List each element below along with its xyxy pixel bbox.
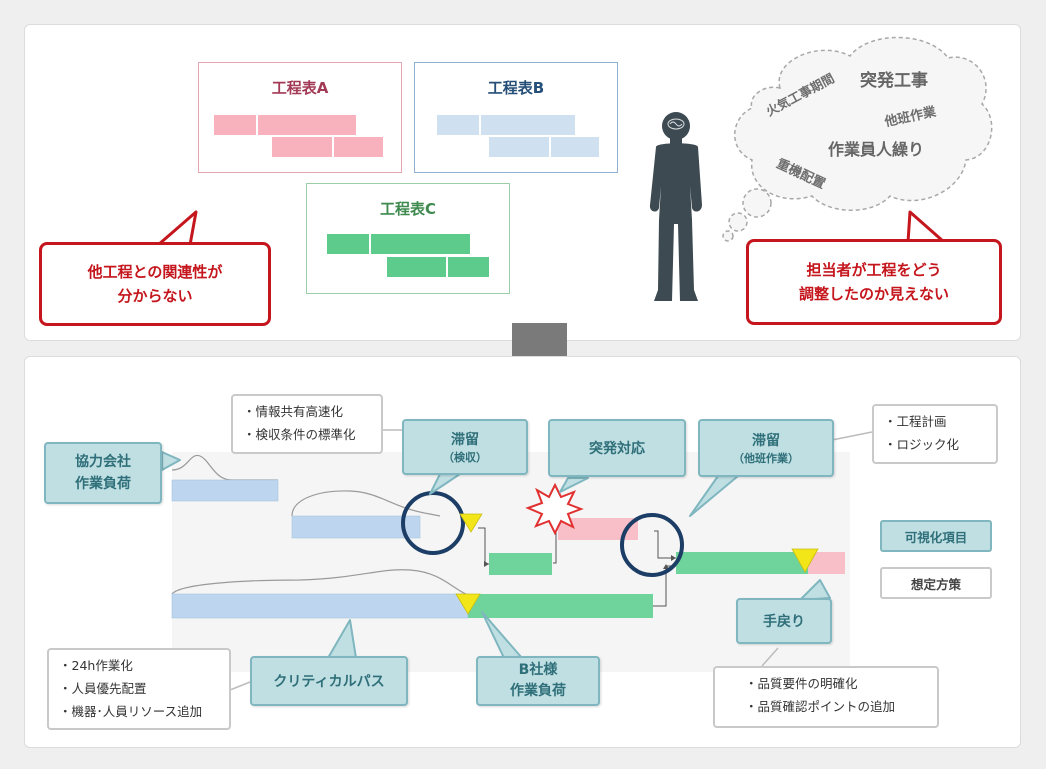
connector xyxy=(654,530,676,559)
info-measure-box: ・情報共有高速化 ・検収条件の標準化 xyxy=(231,394,383,454)
left-callout-line1: 他工程との関連性が xyxy=(87,263,223,281)
gantt-bar-green xyxy=(489,553,552,575)
pointer-bsha xyxy=(481,611,523,659)
schedule-c-bar xyxy=(448,257,489,277)
quality-measure-line2: ・品質確認ポイントの追加 xyxy=(745,699,896,714)
gantt-bar-pink xyxy=(558,518,638,540)
teitai-tahan-sub: （他班作業） xyxy=(733,452,799,465)
schedule-b-title: 工程表B xyxy=(487,79,545,97)
thought-cloud xyxy=(722,36,993,242)
schedule-a-bar xyxy=(258,115,356,135)
kyoryoku-line2: 作業負荷 xyxy=(75,476,131,492)
milestone-triangle xyxy=(459,513,483,533)
milestone-triangle xyxy=(455,593,481,615)
schedule-b-bar xyxy=(489,137,549,157)
info-measure-line2: ・検収条件の標準化 xyxy=(243,427,356,442)
load-curve xyxy=(171,454,278,481)
gantt-bar-green xyxy=(676,552,808,574)
plan-measure-line1: ・工程計画 xyxy=(884,414,947,429)
info-measure-line1: ・情報共有高速化 xyxy=(243,404,344,419)
load-curve xyxy=(291,490,441,517)
quality-measure-line1: ・品質要件の明確化 xyxy=(745,676,858,691)
gantt-bar-pink xyxy=(808,552,845,574)
bottleneck-circle xyxy=(620,513,684,577)
brain-icon xyxy=(667,118,685,130)
schedule-b-bar xyxy=(437,115,479,135)
bsha-line1: B社様 xyxy=(518,662,558,678)
teitai-kenshu-label: 滞留 （検収） xyxy=(402,419,528,475)
left-callout: 他工程との関連性が 分からない xyxy=(39,242,271,326)
schedule-c-bar xyxy=(387,257,446,277)
critical-path-title: クリティカルパス xyxy=(273,674,385,690)
quality-measure-box: ・品質要件の明確化 ・品質確認ポイントの追加 xyxy=(713,666,939,728)
schedule-b-bar xyxy=(481,115,575,135)
schedule-c-card: 工程表C xyxy=(306,183,510,294)
temodori-title: 手戻り xyxy=(763,614,805,630)
schedule-b-bar xyxy=(551,137,599,157)
plan-measure-line2: ・ロジック化 xyxy=(884,437,960,452)
toppatsu-title: 突発対応 xyxy=(589,441,645,457)
schedule-a-bar xyxy=(334,137,383,157)
teitai-tahan-title: 滞留 xyxy=(752,433,780,449)
toppatsu-label: 突発対応 xyxy=(548,419,686,477)
work-measure-box: ・24h作業化 ・人員優先配置 ・機器･人員リソース追加 xyxy=(47,648,231,730)
cloud-word-sagyoin: 作業員人繰り xyxy=(828,140,925,159)
pointer-critical xyxy=(327,619,357,659)
schedule-c-bar xyxy=(371,234,470,254)
kyoryoku-line1: 協力会社 xyxy=(75,454,131,470)
load-curve xyxy=(171,569,467,595)
pointer-teitai2 xyxy=(689,475,739,517)
left-callout-line2: 分からない xyxy=(117,287,193,305)
work-measure-line1: ・24h作業化 xyxy=(59,658,133,673)
cloud-word-toppatsu: 突発工事 xyxy=(860,71,928,91)
teitai-kenshu-title: 滞留 xyxy=(451,432,479,448)
critical-path-label: クリティカルパス xyxy=(250,656,408,706)
work-measure-line2: ・人員優先配置 xyxy=(59,681,147,696)
schedule-b-card: 工程表B xyxy=(414,62,618,173)
work-measure-line3: ・機器･人員リソース追加 xyxy=(59,704,203,719)
pointer-temodori xyxy=(799,579,831,601)
person-silhouette-icon xyxy=(649,112,702,301)
teitai-kenshu-sub: （検収） xyxy=(443,451,487,464)
schedule-c-bar xyxy=(327,234,369,254)
plan-measure-box: ・工程計画 ・ロジック化 xyxy=(872,404,998,464)
gantt-bar-blue xyxy=(171,593,469,619)
gantt-bar-blue xyxy=(171,479,279,502)
kyoryoku-label: 協力会社 作業負荷 xyxy=(44,442,162,504)
pointer-teitai1 xyxy=(429,473,461,495)
schedule-a-title: 工程表A xyxy=(271,79,329,97)
pointer-kyoryoku xyxy=(161,451,181,471)
schedule-a-bar xyxy=(214,115,256,135)
teitai-tahan-label: 滞留 （他班作業） xyxy=(698,419,834,477)
bsha-label: B社様 作業負荷 xyxy=(476,656,600,706)
schedule-a-bar xyxy=(272,137,332,157)
temodori-label: 手戻り xyxy=(736,598,832,644)
legend-measure: 想定方策 xyxy=(880,567,992,599)
milestone-triangle xyxy=(791,548,819,573)
legend-visual: 可視化項目 xyxy=(880,520,992,552)
gantt-bar-green xyxy=(468,594,653,618)
connector xyxy=(553,522,557,564)
right-callout: 担当者が工程をどう 調整したのか見えない xyxy=(746,239,1002,325)
right-callout-line1: 担当者が工程をどう xyxy=(806,261,942,279)
connector xyxy=(478,527,489,565)
explosion-icon xyxy=(525,482,584,536)
schedule-a-card: 工程表A xyxy=(198,62,402,173)
right-callout-line2: 調整したのか見えない xyxy=(798,285,949,303)
gantt-bar-blue xyxy=(291,515,421,539)
pointer-toppatsu xyxy=(559,477,589,493)
bsha-line2: 作業負荷 xyxy=(510,683,566,699)
schedule-c-title: 工程表C xyxy=(379,200,436,218)
